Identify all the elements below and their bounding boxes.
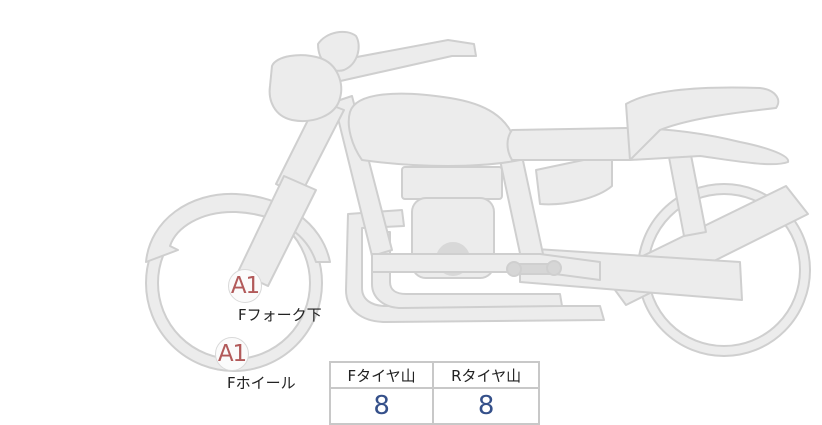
wheel-part-label: Fホイール [227, 374, 296, 392]
tire-tread-table: Fタイヤ山 Rタイヤ山 8 8 [328, 361, 540, 425]
tire-tread-value-row: 8 8 [328, 387, 540, 425]
fork-grade-badge: A1 [228, 269, 262, 303]
wheel-grade-badge: A1 [215, 337, 249, 371]
tire-tread-header-row: Fタイヤ山 Rタイヤ山 [328, 361, 540, 389]
front-tire-tread-value: 8 [328, 387, 435, 425]
footpeg-end-left [506, 261, 522, 277]
engine-top [401, 166, 503, 200]
footpeg-end-right [546, 260, 562, 276]
fork-part-label: Fフォーク下 [238, 306, 322, 324]
front-fork-lower [237, 175, 317, 287]
side-cover [535, 153, 613, 206]
seat [506, 127, 789, 166]
rear-cowl [625, 86, 780, 161]
fuel-tank [347, 92, 521, 167]
front-tire-tread-header: Fタイヤ山 [328, 361, 435, 389]
frame-down-tube [333, 95, 393, 257]
rear-tire-tread-value: 8 [432, 387, 540, 425]
frame-bottom-rail [371, 253, 601, 281]
exhaust-lower [371, 231, 563, 309]
headlight [268, 54, 343, 122]
rear-tire-tread-header: Rタイヤ山 [432, 361, 540, 389]
